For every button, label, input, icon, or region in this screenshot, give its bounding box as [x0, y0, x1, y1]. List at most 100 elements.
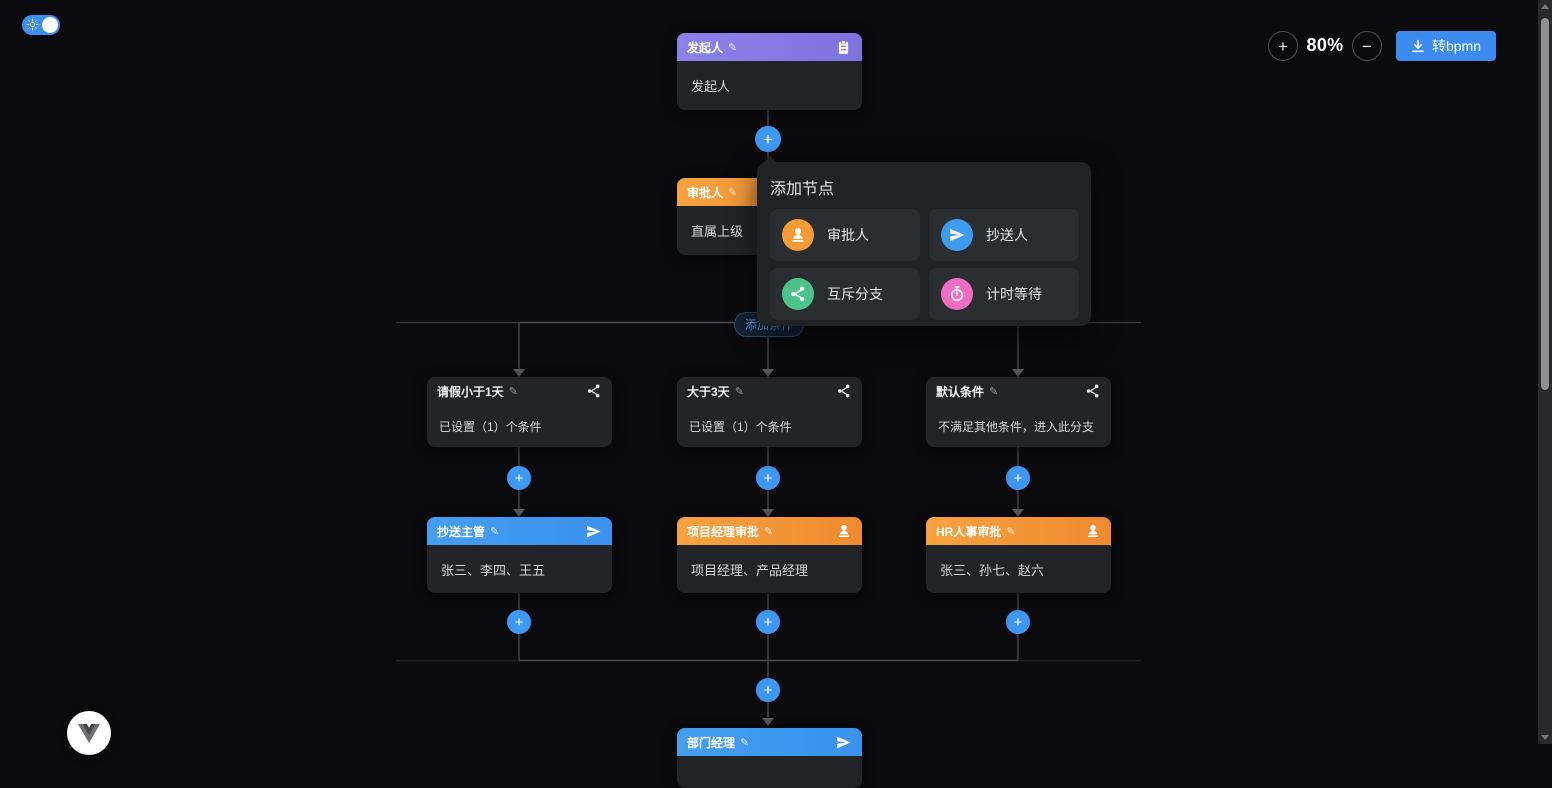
- vue-logo-icon: [78, 723, 100, 743]
- sun-icon: [26, 18, 39, 31]
- plus-glyph: +: [514, 613, 524, 631]
- export-bpmn-label: 转bpmn: [1431, 38, 1482, 54]
- node-dept-manager[interactable]: 部门经理 ✎: [677, 728, 862, 788]
- node-condition-header: 大于3天 ✎: [677, 377, 862, 405]
- popup-option-branch[interactable]: 互斥分支: [770, 268, 920, 320]
- download-icon: [1412, 39, 1424, 53]
- node-pm-header: 项目经理审批 ✎: [677, 517, 862, 545]
- node-title: 大于3天: [687, 384, 730, 399]
- add-node-button[interactable]: +: [756, 466, 780, 490]
- zoom-level: 80%: [1306, 35, 1344, 55]
- node-hr-approval[interactable]: HR人事审批 ✎ 张三、孙七、赵六: [926, 517, 1111, 593]
- node-content: 张三、孙七、赵六: [940, 562, 1045, 578]
- node-cc-supervisor[interactable]: 抄送主管 ✎ 张三、李四、王五: [427, 517, 612, 593]
- node-title: HR人事审批: [936, 524, 1002, 539]
- plus-glyph: +: [763, 129, 773, 149]
- export-bpmn-button[interactable]: 转bpmn: [1396, 31, 1496, 61]
- node-content: 已设置（1）个条件: [689, 419, 792, 434]
- node-content: 张三、李四、王五: [441, 562, 546, 578]
- plus-glyph: +: [1013, 613, 1023, 631]
- add-node-button[interactable]: +: [507, 610, 531, 634]
- popup-option-label: 计时等待: [986, 286, 1042, 302]
- edit-pencil-icon: ✎: [490, 525, 500, 538]
- edit-pencil-icon: ✎: [734, 385, 744, 398]
- popup-option-label: 抄送人: [986, 227, 1028, 243]
- node-title: 部门经理: [687, 735, 736, 750]
- timer-icon: [941, 278, 973, 310]
- plus-glyph: +: [514, 469, 524, 487]
- vue-fab-button[interactable]: [67, 711, 111, 755]
- add-node-button[interactable]: +: [755, 126, 781, 152]
- node-title: 请假小于1天: [437, 384, 504, 399]
- flow-connectors: [396, 110, 1141, 726]
- zoom-out-button[interactable]: −: [1352, 31, 1382, 61]
- add-node-button[interactable]: +: [1006, 610, 1030, 634]
- plus-glyph: +: [763, 613, 773, 631]
- node-title: 发起人: [687, 40, 724, 55]
- node-pm-approval[interactable]: 项目经理审批 ✎ 项目经理、产品经理: [677, 517, 862, 593]
- node-content: 发起人: [691, 79, 731, 94]
- edit-pencil-icon: ✎: [764, 525, 774, 538]
- node-condition-header: 请假小于1天 ✎: [427, 377, 612, 405]
- zoom-in-glyph: +: [1278, 36, 1288, 56]
- scrollbar-up-arrow[interactable]: [1541, 4, 1549, 9]
- node-cc-header: 抄送主管 ✎: [427, 517, 612, 545]
- node-title: 审批人: [687, 185, 724, 200]
- node-condition-default[interactable]: 默认条件 ✎ 不满足其他条件，进入此分支: [926, 377, 1111, 447]
- popup-option-label: 审批人: [827, 227, 869, 243]
- edit-pencil-icon: ✎: [740, 736, 750, 749]
- scrollbar-down-arrow[interactable]: [1541, 735, 1549, 740]
- node-initiator-header: 发起人 ✎: [677, 33, 862, 61]
- add-node-button[interactable]: +: [1006, 466, 1030, 490]
- edit-pencil-icon: ✎: [989, 385, 999, 398]
- paper-plane-icon: [941, 219, 973, 251]
- popup-option-timer[interactable]: 计时等待: [929, 268, 1079, 320]
- popup-option-cc[interactable]: 抄送人: [929, 209, 1079, 261]
- edit-pencil-icon: ✎: [508, 385, 518, 398]
- plus-glyph: +: [763, 469, 773, 487]
- toggle-knob: [42, 17, 58, 33]
- clipboard-icon: [835, 39, 852, 56]
- popup-option-approver[interactable]: 审批人: [770, 209, 920, 261]
- node-condition-gt3day[interactable]: 大于3天 ✎ 已设置（1）个条件: [677, 377, 862, 447]
- node-content: 已设置（1）个条件: [439, 419, 542, 434]
- node-content: 不满足其他条件，进入此分支: [938, 419, 1095, 434]
- stamp-icon: [836, 523, 852, 539]
- edit-pencil-icon: ✎: [728, 186, 738, 199]
- zoom-out-glyph: −: [1362, 36, 1372, 56]
- popup-title: 添加节点: [770, 181, 835, 198]
- zoom-in-button[interactable]: +: [1268, 31, 1298, 61]
- share-icon: [1085, 383, 1101, 399]
- node-initiator[interactable]: 发起人 ✎ 发起人: [677, 33, 862, 110]
- add-node-button[interactable]: +: [507, 466, 531, 490]
- add-node-button[interactable]: +: [756, 678, 780, 702]
- popup-notch: [763, 156, 777, 163]
- popup-option-label: 互斥分支: [827, 286, 883, 302]
- node-condition-header: 默认条件 ✎: [926, 377, 1111, 405]
- scrollbar-thumb[interactable]: [1541, 18, 1549, 390]
- node-condition-lt1day[interactable]: 请假小于1天 ✎ 已设置（1）个条件: [427, 377, 612, 447]
- share-icon: [782, 278, 814, 310]
- node-content: 直属上级: [691, 224, 744, 239]
- paper-plane-icon: [835, 734, 852, 751]
- node-content: 项目经理、产品经理: [691, 562, 809, 578]
- edit-pencil-icon: ✎: [1006, 525, 1016, 538]
- vertical-scrollbar[interactable]: [1538, 0, 1552, 744]
- node-title: 抄送主管: [437, 524, 486, 539]
- node-title: 默认条件: [936, 384, 985, 399]
- share-icon: [836, 383, 852, 399]
- popup-options-grid: 审批人 抄送人 互斥分支: [757, 209, 1091, 320]
- share-icon: [586, 383, 602, 399]
- edit-pencil-icon: ✎: [728, 41, 738, 54]
- paper-plane-icon: [585, 523, 602, 540]
- add-node-button[interactable]: +: [756, 610, 780, 634]
- add-node-popup: 添加节点 审批人 抄送人: [757, 156, 1091, 326]
- node-dept-header: 部门经理 ✎: [677, 728, 862, 756]
- node-title: 项目经理审批: [687, 524, 760, 539]
- stamp-icon: [782, 219, 814, 251]
- stamp-icon: [1085, 523, 1101, 539]
- node-hr-header: HR人事审批 ✎: [926, 517, 1111, 545]
- plus-glyph: +: [763, 681, 773, 699]
- theme-toggle[interactable]: [22, 15, 60, 35]
- plus-glyph: +: [1013, 469, 1023, 487]
